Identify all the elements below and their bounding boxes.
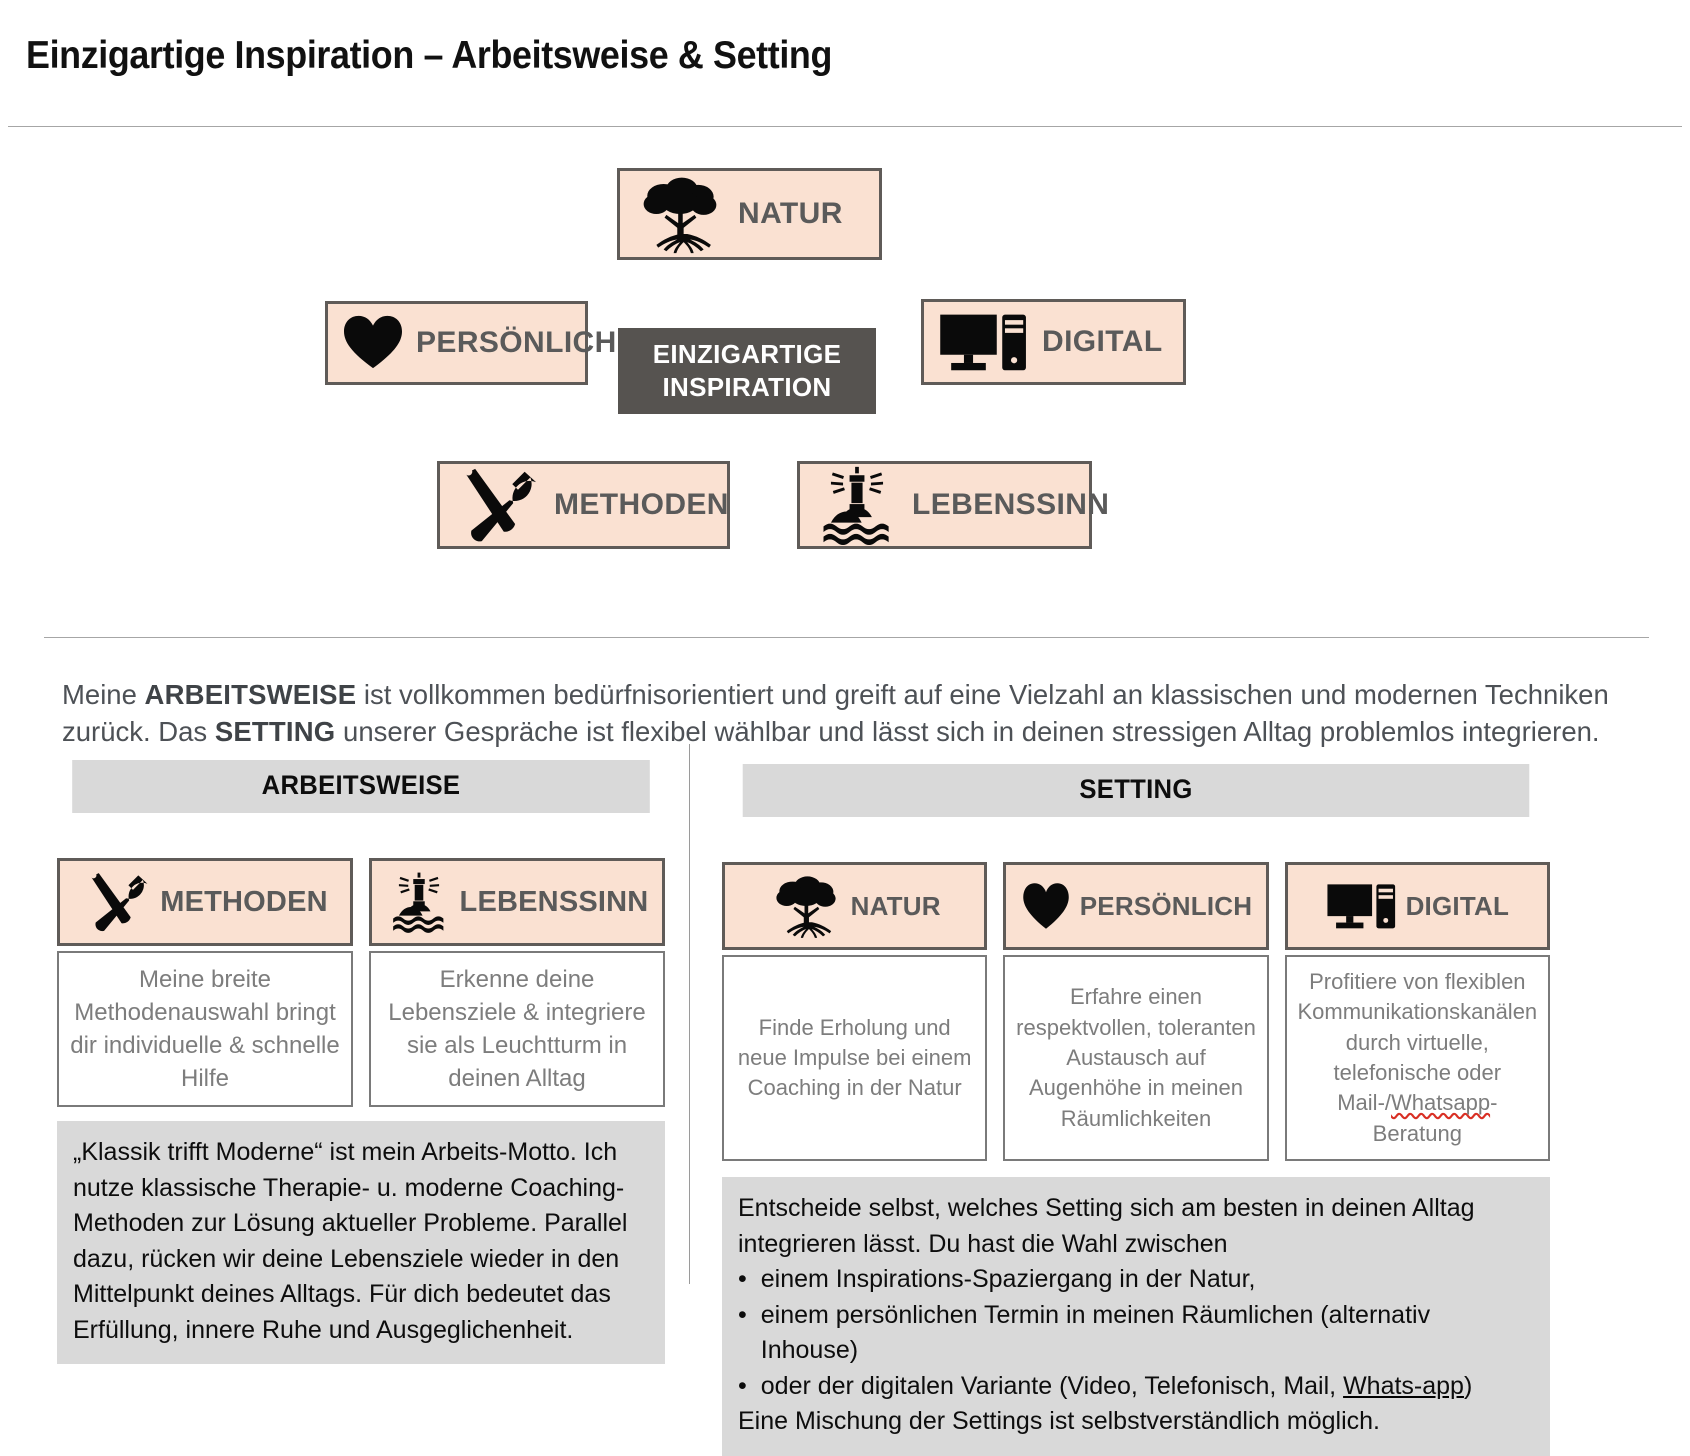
section-divider: [44, 637, 1649, 638]
bullet-text-underlined: Whats-app: [1343, 1371, 1464, 1400]
tools-icon: [90, 872, 148, 932]
card-header: METHODEN: [57, 858, 353, 946]
hub-center-node: EINZIGARTIGE INSPIRATION: [618, 328, 876, 414]
computer-icon: [940, 314, 1026, 371]
bullet-text-pre: oder der digitalen Variante (Video, Tele…: [760, 1371, 1344, 1400]
heart-icon: [344, 315, 402, 369]
column-divider: [689, 744, 690, 1284]
intro-text-3: unserer Gespräche ist flexibel wählbar u…: [335, 715, 1600, 747]
intro-text-2: ist vollkommen bedürfnisorientiert und g…: [62, 678, 1609, 747]
list-item: • einem Inspirations-Spaziergang in der …: [738, 1262, 1534, 1298]
bullet-text: einem persönlichen Termin in meinen Räum…: [760, 1300, 1431, 1365]
bullet-icon: •: [738, 1371, 747, 1400]
card-label: PERSÖNLICH: [1079, 890, 1253, 921]
bullet-icon: •: [738, 1300, 747, 1329]
hub-diagram: NATUR PERSÖNLICH EINZIGARTIGE INSPIRATIO…: [0, 0, 1690, 600]
arbeitsweise-heading: ARBEITSWEISE: [72, 760, 650, 813]
heart-icon: [1023, 883, 1069, 929]
card-body: Erfahre einen respektvollen, toleranten …: [1003, 955, 1269, 1162]
card-persoenlich[interactable]: PERSÖNLICH Erfahre einen respektvollen, …: [1003, 862, 1269, 1162]
card-digital[interactable]: DIGITAL Profitiere von flexiblen Kommuni…: [1284, 862, 1550, 1162]
tools-icon: [464, 467, 537, 542]
hub-node-persoenlich[interactable]: PERSÖNLICH: [325, 301, 616, 385]
setting-note-line2: integrieren lässt. Du hast die Wahl zwis…: [738, 1229, 1228, 1258]
card-body-text-end: -Beratung: [1372, 1090, 1498, 1146]
lighthouse-icon: [823, 466, 889, 545]
card-label: DIGITAL: [1405, 890, 1510, 921]
list-item: • oder der digitalen Variante (Video, Te…: [738, 1369, 1534, 1405]
setting-column: SETTING NATUR: [722, 764, 1550, 1456]
card-header: LEBENSSINN: [369, 858, 665, 946]
card-label: METHODEN: [160, 885, 328, 918]
card-body: Meine breite Methodenauswahl bringt dir …: [57, 951, 353, 1108]
hub-center-line2: INSPIRATION: [662, 372, 832, 402]
hub-node-digital[interactable]: DIGITAL: [921, 299, 1186, 385]
hub-node-natur[interactable]: NATUR: [617, 168, 882, 260]
hub-node-lebenssinn[interactable]: LEBENSSINN: [797, 461, 1109, 549]
misspelled-word: Whatsapp: [1391, 1090, 1491, 1116]
setting-note-line1: Entscheide selbst, welches Setting sich …: [738, 1194, 1475, 1223]
hub-node-label: LEBENSSINN: [912, 488, 1110, 521]
hub-node-label: DIGITAL: [1042, 325, 1163, 358]
hub-node-label: METHODEN: [554, 488, 729, 521]
arbeitsweise-cards: METHODEN Meine breite Methodenauswahl br…: [57, 858, 665, 1108]
card-header: DIGITAL: [1284, 862, 1550, 950]
setting-note-bullets: • einem Inspirations-Spaziergang in der …: [738, 1262, 1534, 1404]
intro-paragraph: Meine ARBEITSWEISE ist vollkommen bedürf…: [62, 676, 1632, 750]
intro-bold-arbeitsweise: ARBEITSWEISE: [144, 678, 357, 710]
setting-cards: NATUR Finde Erholung und neue Impulse be…: [722, 862, 1550, 1162]
card-body: Profitiere von flexiblen Kommunikationsk…: [1284, 955, 1550, 1162]
bullet-text: einem Inspirations-Spaziergang in der Na…: [760, 1265, 1256, 1294]
list-item: • einem persönlichen Termin in meinen Rä…: [738, 1298, 1534, 1369]
card-body: Finde Erholung und neue Impulse bei eine…: [722, 955, 988, 1162]
hub-node-methoden[interactable]: METHODEN: [437, 461, 730, 549]
bullet-text-post: ): [1463, 1371, 1473, 1400]
arbeitsweise-column: ARBEITSWEISE METHODEN Meine breite Metho…: [57, 760, 665, 1365]
arbeitsweise-note: „Klassik trifft Moderne“ ist mein Arbeit…: [57, 1121, 665, 1365]
lighthouse-icon: [392, 872, 443, 933]
tree-icon: [643, 177, 717, 254]
card-body: Erkenne deine Lebensziele & integriere s…: [369, 951, 665, 1108]
setting-note: Entscheide selbst, welches Setting sich …: [722, 1177, 1550, 1456]
card-lebenssinn[interactable]: LEBENSSINN Erkenne deine Lebensziele & i…: [369, 858, 665, 1108]
bullet-icon: •: [738, 1265, 747, 1294]
card-methoden[interactable]: METHODEN Meine breite Methodenauswahl br…: [57, 858, 353, 1108]
bullet-text: oder der digitalen Variante (Video, Tele…: [761, 1369, 1534, 1405]
intro-text-1: Meine: [62, 678, 145, 710]
card-header: PERSÖNLICH: [1003, 862, 1269, 950]
card-label: NATUR: [850, 890, 941, 921]
card-header: NATUR: [722, 862, 988, 950]
card-natur[interactable]: NATUR Finde Erholung und neue Impulse be…: [722, 862, 988, 1162]
computer-icon: [1327, 884, 1395, 929]
hub-node-label: PERSÖNLICH: [416, 326, 617, 359]
page-title: Einzigartige Inspiration – Arbeitsweise …: [26, 34, 833, 77]
hub-center-line1: EINZIGARTIGE: [652, 338, 842, 369]
hub-node-label: NATUR: [738, 197, 843, 230]
intro-bold-setting: SETTING: [214, 715, 336, 747]
setting-heading: SETTING: [742, 764, 1530, 817]
card-label: LEBENSSINN: [459, 885, 649, 918]
card-body-text: Profitiere von flexiblen Kommunikationsk…: [1297, 969, 1538, 1116]
header-divider: [8, 126, 1682, 127]
tree-icon: [776, 876, 836, 938]
setting-note-closing: Eine Mischung der Settings ist selbstver…: [738, 1407, 1380, 1436]
